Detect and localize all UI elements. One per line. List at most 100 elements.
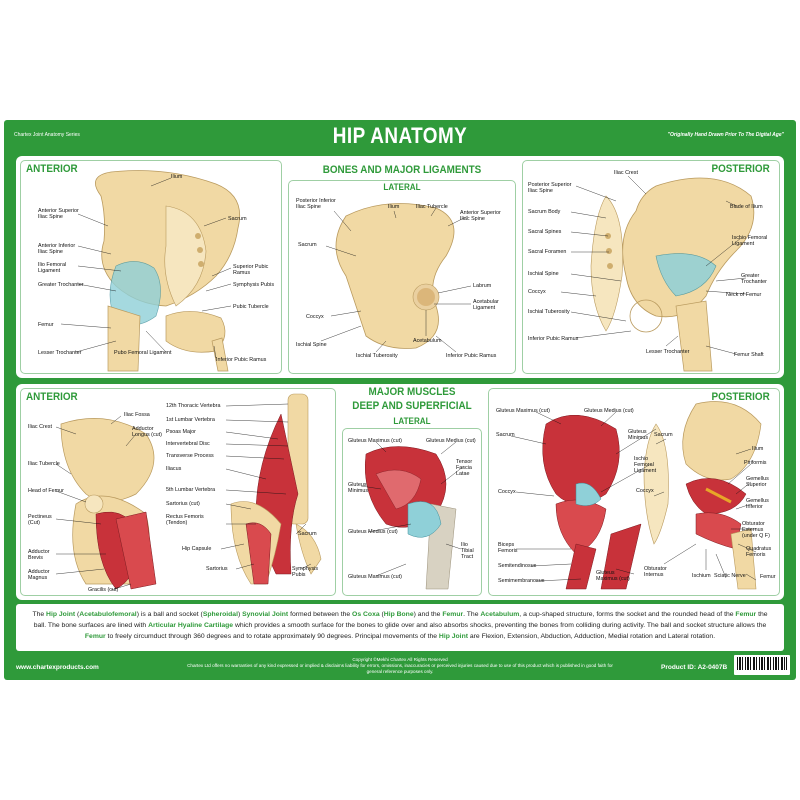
description-term: Acetabulum <box>480 611 520 618</box>
label-p1-biceps: Biceps Femoris <box>498 542 518 555</box>
label-m-adductor-longus: Adductor Longus (cut) <box>132 426 162 439</box>
label-sacrum: Sacrum <box>228 216 247 222</box>
label-p2-coccyx: Coccyx <box>636 488 654 494</box>
label-p2-obturator-ext: Obturator Externus (under Q F) <box>742 521 770 540</box>
label-p1-semitendinosus: Semitendinosus <box>498 563 537 569</box>
footer-url[interactable]: www.chartexproducts.com <box>16 664 99 671</box>
description-fragment: to freely circumduct through 360 degrees… <box>105 633 439 640</box>
posterior-muscles-box <box>488 388 780 596</box>
label-p1-gmax-cut2: Gluteus Maximus (cut) <box>596 570 630 583</box>
product-id: Product ID: A2-0407B <box>661 664 728 671</box>
label-m-psoas: Psoas Major <box>166 429 196 435</box>
label-p1-gmed-cut: Gluteus Medius (cut) <box>584 408 634 414</box>
description-fragment: the ball. The bone surfaces are lined wi… <box>33 611 768 629</box>
label-superior-pubic-ramus: Superior Pubic Ramus <box>233 264 269 277</box>
label-inferior-pubic-ramus: Inferior Pubic Ramus <box>216 357 267 363</box>
label-pubic-tubercle: Pubic Tubercle <box>233 304 269 310</box>
label-m-rectus: Rectus Femoris (Tendon) <box>166 514 204 527</box>
bottom-lateral-title: LATERAL <box>393 416 431 426</box>
label-l-iliotibial: Ilio Tibial Tract <box>461 542 474 561</box>
label-p1-gmax-cut: Gluteus Maximus (cut) <box>496 408 550 414</box>
label-lat-inferior-pubic-ramus: Inferior Pubic Ramus <box>446 353 497 359</box>
chart-title: HIP ANATOMY <box>332 123 468 148</box>
bones-panel: ANTERIOR BONES AND MAJOR LIGAMENTS LATER… <box>16 156 784 378</box>
description-fragment: ( <box>379 611 384 618</box>
label-m-sartorius-cut: Sartorius (cut) <box>166 501 200 507</box>
label-m-adductor-magnus: Adductor Magnus <box>28 569 50 582</box>
label-m-transverse: Transverse Process <box>166 453 214 459</box>
description-term: Hip Joint <box>438 633 468 640</box>
tagline: "Originally Hand Drawn Prior To The Digi… <box>667 132 784 138</box>
label-p2-sciatic: Sciatic Nerve <box>714 573 746 579</box>
label-m-t12: 12th Thoracic Vertebra <box>166 403 221 409</box>
label-m-iliac-crest: Iliac Crest <box>28 424 52 430</box>
label-p2-quadratus: Quadratus Femoris <box>746 546 772 559</box>
label-m-hip-capsule: Hip Capsule <box>182 546 212 552</box>
label-p2-obturator-int: Obturator Internus <box>644 566 667 579</box>
barcode-icon <box>734 655 790 675</box>
description-fragment: ) and the <box>413 611 443 618</box>
top-anterior-title: ANTERIOR <box>26 163 78 175</box>
label-p1-ischio: Ischio Femoral Ligament <box>634 456 657 475</box>
bottom-posterior-title: POSTERIOR <box>711 391 770 403</box>
description-fragment: ) is a ball and socket ( <box>136 611 203 618</box>
label-lat-ischial-tuberosity: Ischial Tuberosity <box>356 353 398 359</box>
anterior-bones-box <box>20 160 282 374</box>
label-lat-labrum: Labrum <box>473 283 492 289</box>
top-lateral-title: LATERAL <box>383 182 421 192</box>
bottom-center-title-1: MAJOR MUSCLES <box>368 386 456 398</box>
bottom-center-title-2: DEEP AND SUPERFICIAL <box>352 400 472 412</box>
label-p1-semimembranosus: Semimembranosus <box>498 578 545 584</box>
label-aiis: Anterior Inferior Iliac Spine <box>38 243 76 256</box>
label-asis: Anterior Superior Iliac Spine <box>38 208 79 221</box>
label-m-l5: 5th Lumbar Vertebra <box>166 487 216 493</box>
label-ilium: Ilium <box>171 174 183 180</box>
label-l-gmed-cut: Gluteus Medius (cut) <box>426 438 476 444</box>
label-post-coccyx: Coccyx <box>528 289 546 295</box>
label-m-gracilis: Gracilis (cut) <box>88 587 119 593</box>
description-fragment: ) <box>237 611 243 618</box>
label-m-sacrum: Sacrum <box>298 531 317 537</box>
label-m-sartorius: Sartorius <box>206 566 228 572</box>
label-m-iliacus: Iliacus <box>166 466 182 472</box>
label-p2-gem-inf: Gemellus Inferior <box>746 498 769 511</box>
footer-copyright: Copyright ©Mekhi Chartex All Rights Rese… <box>352 657 448 662</box>
label-m-iliac-fossa: Iliac Fossa <box>124 412 150 418</box>
label-p2-ilium: Ilium <box>752 446 764 452</box>
label-post-sacral-foramen: Sacral Foramen <box>528 249 567 255</box>
label-post-inferior-pubic-ramus: Inferior Pubic Ramus <box>528 336 579 342</box>
label-m-l1: 1st Lumbar Vertebra <box>166 417 215 423</box>
label-post-femur-shaft: Femur Shaft <box>734 352 764 358</box>
label-post-sacrum-body: Sacrum Body <box>528 209 561 215</box>
label-p2-sacrum: Sacrum <box>654 432 673 438</box>
description-fragment: , a cup-shaped structure, forms the sock… <box>519 611 736 618</box>
description-term: Femur <box>84 633 106 640</box>
description-fragment: . The <box>463 611 481 618</box>
description-term: Hip Joint <box>46 611 76 618</box>
label-l-gmax-cut: Gluteus Maximus (cut) <box>348 438 402 444</box>
posterior-bones-box <box>522 160 780 374</box>
label-m-head-femur: Head of Femur <box>28 488 64 494</box>
label-post-lesser-trochanter: Lesser Trochanter <box>646 349 690 355</box>
label-l-gmax: Gluteus Maximus (cut) <box>348 574 402 580</box>
description-term: Synovial Joint <box>242 611 289 618</box>
lateral-bones-box <box>288 180 516 374</box>
anterior-muscles-box <box>20 388 336 596</box>
label-p2-piriformis: Piriformis <box>744 460 767 466</box>
label-lat-ilium: Ilium <box>388 204 400 210</box>
description-term: Acetabulofemoral <box>79 611 137 618</box>
top-center-title: BONES AND MAJOR LIGAMENTS <box>322 164 482 176</box>
label-lat-acetabular-ligament: Acetabular Ligament <box>473 299 499 312</box>
label-lat-ischial-spine: Ischial Spine <box>296 342 327 348</box>
label-p2-femur: Femur <box>760 574 776 580</box>
description-fragment: The <box>32 611 47 618</box>
label-m-disc: Intervertebral Disc <box>166 441 210 447</box>
footer-disclaimer: Chartex Ltd offers no warranties of any … <box>187 663 613 674</box>
label-post-ischial-spine: Ischial Spine <box>528 271 559 277</box>
label-m-symphysis: Symphysis Pubis <box>292 566 319 579</box>
description-term: Articular Hyaline Cartilage <box>148 622 234 629</box>
label-p1-gmin: Gluteus Minimus <box>628 429 649 442</box>
label-m-iliac-tubercle: Iliac Tubercle <box>28 461 60 467</box>
label-l-gmed: Gluteus Medius (cut) <box>348 529 398 535</box>
muscles-panel: ANTERIOR MAJOR MUSCLES DEEP AND SUPERFIC… <box>16 384 784 600</box>
